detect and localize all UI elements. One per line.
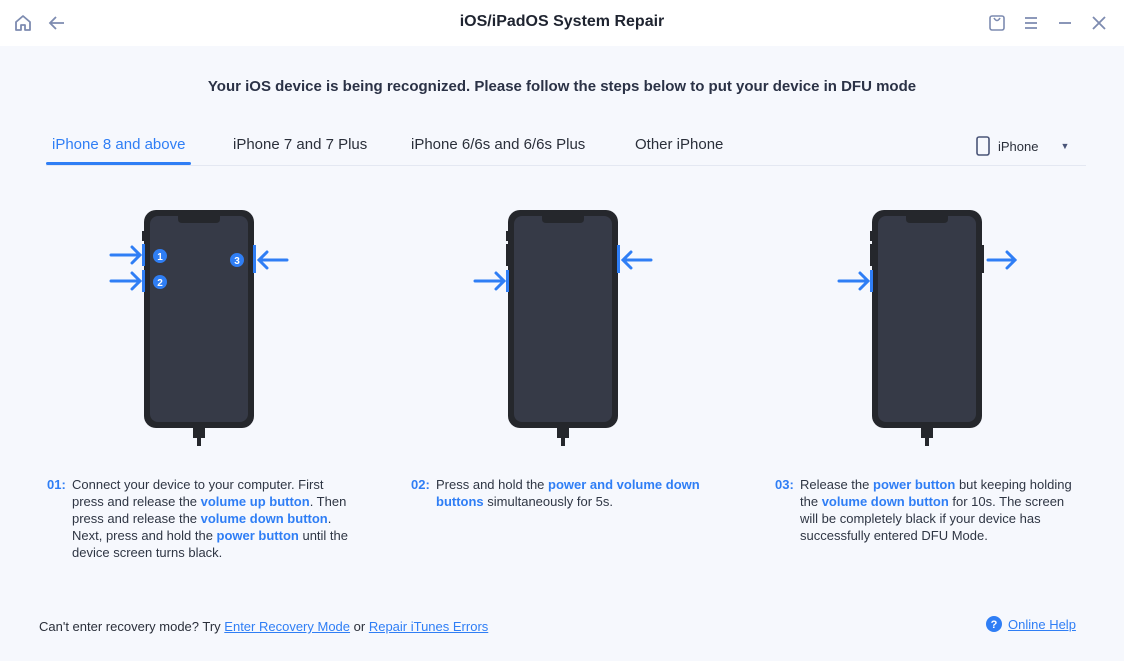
highlight: power and volume down buttons	[436, 477, 700, 509]
press-arrows	[109, 245, 289, 291]
footer-text: Can't enter recovery mode? Try	[39, 619, 225, 634]
svg-text:2: 2	[157, 278, 163, 289]
text: Connect your device to your computer. Fi…	[72, 477, 324, 509]
tab-iphone-8-and-above[interactable]: iPhone 8 and above	[45, 136, 192, 165]
tab-other-iphone[interactable]: Other iPhone	[635, 136, 724, 153]
text: but keeping holding the	[800, 477, 1072, 509]
text: . Then press and release the	[72, 494, 347, 526]
press-arrows	[473, 250, 653, 291]
menu-icon[interactable]	[1021, 13, 1041, 33]
text: simultaneously for 5s.	[483, 494, 613, 509]
step-1-text: 01: Connect your device to your computer…	[47, 476, 357, 561]
close-icon[interactable]	[1089, 13, 1109, 33]
step-badge: 2	[153, 275, 167, 289]
press-release-arrows	[837, 250, 1018, 291]
svg-text:1: 1	[157, 252, 163, 263]
home-icon[interactable]	[13, 13, 33, 33]
footer-text: or	[350, 619, 369, 634]
window-title: iOS/iPadOS System Repair	[459, 13, 665, 30]
highlight: volume up button	[200, 494, 310, 509]
highlight: volume down button	[821, 494, 949, 509]
phone-illustration-step3	[837, 210, 1018, 446]
back-arrow-icon[interactable]	[47, 13, 67, 33]
highlight: power button	[216, 528, 299, 543]
phone-icon	[976, 136, 990, 156]
step-badge: 3	[230, 253, 244, 267]
online-help[interactable]: ? Online Help	[986, 616, 1076, 632]
step-2-text: 02: Press and hold the power and volume …	[411, 476, 721, 510]
svg-text:?: ?	[991, 619, 998, 631]
highlight: power button	[873, 477, 956, 492]
minimize-icon[interactable]	[1055, 13, 1075, 33]
phone-illustration-step1: 1 2 3	[109, 210, 289, 446]
tab-iphone-7[interactable]: iPhone 7 and 7 Plus	[233, 136, 368, 153]
highlight: volume down button	[200, 511, 328, 526]
step-number: 03:	[775, 477, 794, 492]
help-icon: ?	[986, 616, 1002, 632]
model-tabs: iPhone 8 and above iPhone 7 and 7 Plus i…	[45, 136, 1086, 166]
tab-iphone-6[interactable]: iPhone 6/6s and 6/6s Plus	[411, 136, 586, 153]
text: . Next, press and hold the	[72, 511, 332, 543]
text: until the device screen turns black.	[72, 528, 349, 560]
repair-itunes-errors-link[interactable]: Repair iTunes Errors	[368, 619, 489, 634]
text: Press and hold the	[436, 477, 549, 492]
title-bar: iOS/iPadOS System Repair	[0, 0, 1124, 46]
recovery-help-footer: Can't enter recovery mode? Try Enter Rec…	[39, 619, 488, 634]
phone-illustration-step2	[473, 210, 653, 446]
step-badge: 1	[153, 249, 167, 263]
store-bag-icon[interactable]	[987, 13, 1007, 33]
step-number: 01:	[47, 477, 66, 492]
step-number: 02:	[411, 477, 430, 492]
device-type-value: iPhone	[998, 138, 1039, 154]
device-type-dropdown[interactable]: iPhone ▼	[976, 136, 1069, 156]
chevron-down-icon: ▼	[1060, 141, 1070, 151]
phone-body	[142, 210, 254, 446]
online-help-link[interactable]: Online Help	[1008, 616, 1076, 632]
text: Release the	[800, 477, 873, 492]
step-3-text: 03: Release the power button but keeping…	[775, 476, 1085, 544]
text: for 10s. The screen will be completely b…	[800, 494, 1065, 543]
svg-text:3: 3	[234, 256, 240, 267]
instruction-headline: Your iOS device is being recognized. Ple…	[207, 78, 917, 95]
enter-recovery-mode-link[interactable]: Enter Recovery Mode	[224, 619, 351, 634]
